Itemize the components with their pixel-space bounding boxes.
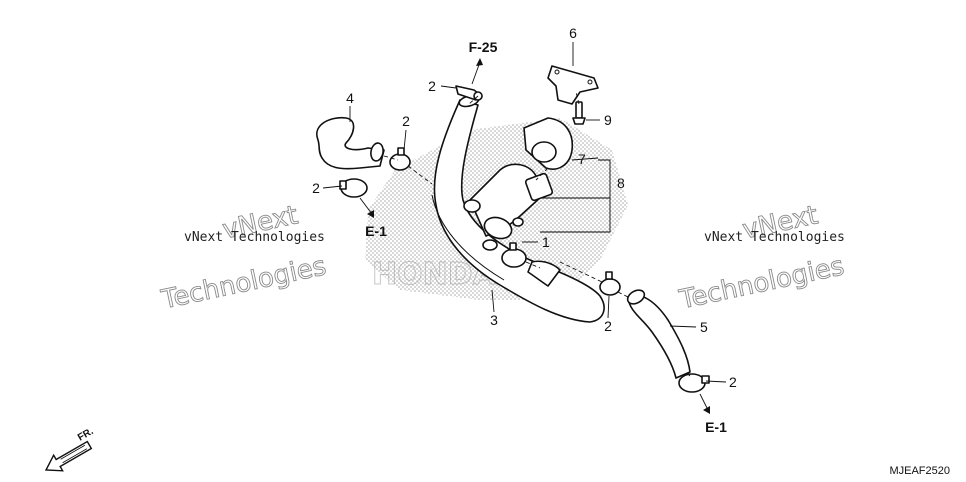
reference-label-top: F-25 [469,39,498,55]
watermark-small-left: vNext Technologies [184,230,325,245]
part-label-9: 9 [604,112,612,128]
hose-clamp-upper-left [389,147,411,171]
watermark-big-line2-right: Technologies [676,251,847,315]
part-label-2-right: 2 [604,318,612,334]
mounting-bracket [547,65,599,105]
leader-lines [322,42,727,383]
part-label-2-bottom-right: 2 [729,374,737,390]
part-label-3: 3 [490,312,498,328]
hose-clamp-top [455,85,483,101]
part-label-1: 1 [542,234,550,250]
part-label-7: 7 [578,151,586,167]
front-direction-arrow [44,440,93,472]
assembly-guide-lines [383,91,691,377]
lower-right-hose [626,289,691,379]
part-label-4: 4 [346,90,354,106]
watermark-small-right: vNext Technologies [704,230,845,245]
part-label-6: 6 [569,25,577,41]
hose-clamp-bottom-right [678,373,710,393]
diagram-code: MJEAF2520 [889,465,950,477]
upper-left-hose [316,116,385,170]
front-direction-label: FR. [76,426,96,444]
hose-clamp-right [599,271,621,296]
valve-cover [523,117,574,170]
part-label-2-top: 2 [428,78,436,94]
reference-label-right: E-1 [705,419,727,435]
watermark-big-line2-left: Technologies [158,251,329,315]
air-supply-hose [431,94,605,323]
hose-clamp-middle [501,242,527,268]
part-label-8: 8 [617,175,625,191]
hose-clamp-left [339,178,368,198]
part-label-5: 5 [700,319,708,335]
reference-label-left: E-1 [365,223,387,239]
part-label-2-upper-left: 2 [402,113,410,129]
bolt [572,101,586,125]
reference-arrows [359,58,710,414]
part-label-2-left: 2 [312,180,320,196]
air-injection-valve [463,163,561,287]
